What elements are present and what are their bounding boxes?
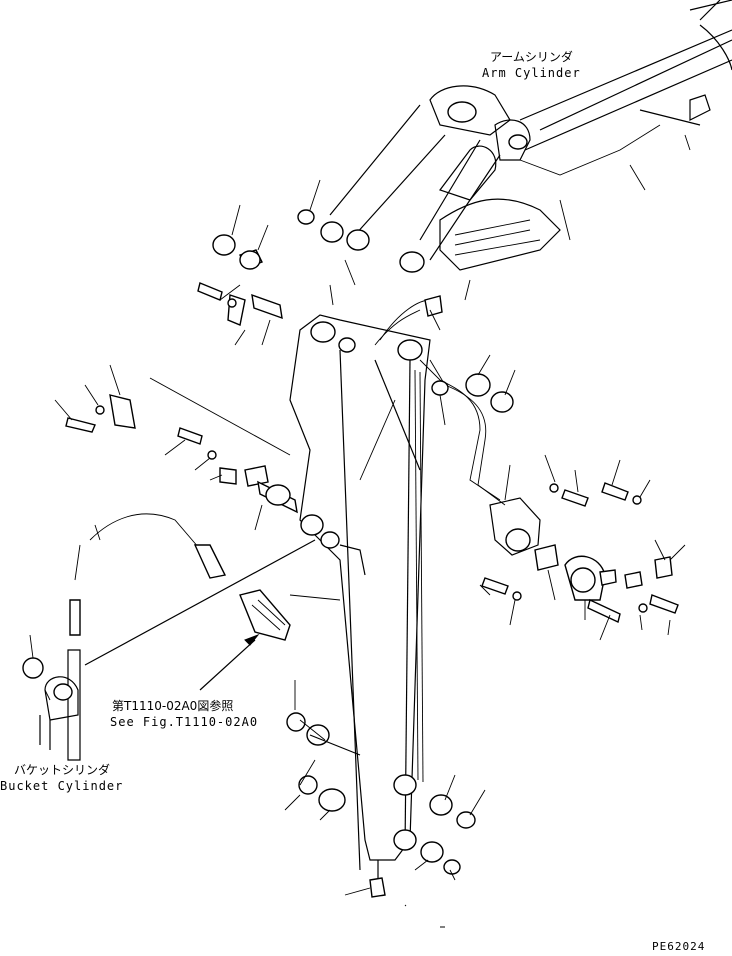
- arm-top-parts: [197, 209, 514, 413]
- see-fig-label-en: See Fig.T1110-02A0: [110, 715, 259, 729]
- arm: [289, 314, 431, 871]
- leader-lines: [29, 134, 691, 896]
- boom: [439, 0, 732, 271]
- arm-cylinder: [329, 85, 531, 273]
- bottom-parts: [286, 712, 476, 898]
- left-parts: [65, 394, 298, 514]
- bucket-cylinder-label-en: Bucket Cylinder: [0, 779, 124, 793]
- bucket-cylinder: [22, 544, 227, 761]
- bucket-cylinder-label-jp: バケットシリンダ: [14, 763, 111, 777]
- right-parts: [481, 482, 679, 623]
- hose-ref: [84, 539, 316, 691]
- pipes: [74, 124, 661, 783]
- arm-cylinder-label-jp: アームシリンダ: [490, 50, 573, 64]
- arm-cylinder-label-en: Arm Cylinder: [482, 66, 581, 80]
- see-fig-label-jp: 第T1110-02A0図参照: [112, 699, 234, 713]
- drawing-code: PE62024: [652, 940, 706, 953]
